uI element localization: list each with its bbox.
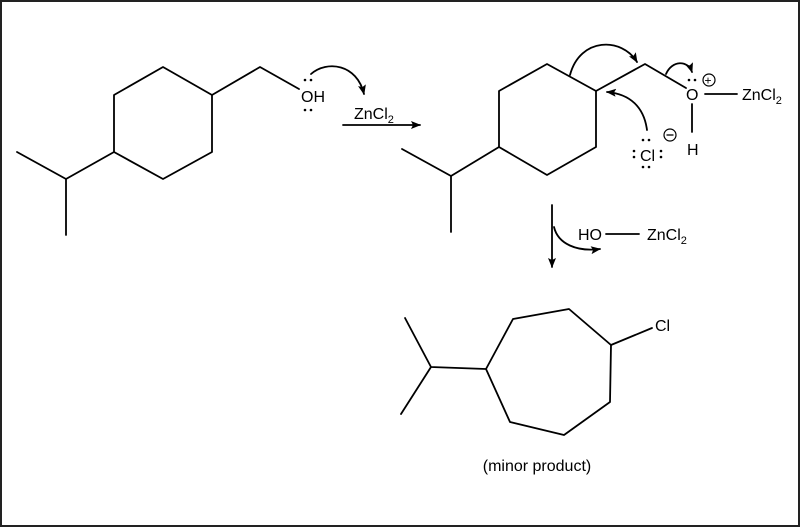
hydrogen-label: H	[687, 142, 699, 159]
product-caption: (minor product)	[483, 458, 591, 475]
zinc-chloride-label: ZnCl2	[647, 227, 687, 247]
svg-text:+: +	[705, 74, 712, 88]
oxonium-label: O	[686, 87, 698, 104]
isopropyl-group	[16, 151, 115, 180]
cycloheptane-ring	[485, 308, 612, 436]
curved-arrow-icon	[606, 88, 648, 131]
curved-arrow-icon	[310, 65, 366, 95]
negative-charge-icon	[663, 128, 677, 142]
positive-charge-icon: +	[702, 73, 716, 88]
reaction-arrow: ZnCl2	[342, 106, 421, 129]
hydroxyl-label: OH	[301, 89, 325, 106]
isopropyl-group	[404, 317, 487, 370]
curved-arrow-icon	[665, 62, 693, 75]
product-molecule: Cl (minor product)	[400, 308, 670, 475]
zinc-chloride-label: ZnCl2	[742, 87, 782, 107]
reagent-label: ZnCl2	[354, 106, 394, 126]
hydroxyl-label: HO	[578, 227, 602, 244]
leaving-group-step: HO ZnCl2	[548, 204, 687, 268]
curved-arrow-icon	[569, 43, 638, 76]
ch2-bond	[211, 66, 300, 96]
lone-pairs	[632, 138, 663, 169]
isopropyl-group	[401, 146, 500, 177]
c-cl-bond	[610, 327, 653, 346]
curved-arrow-icon	[553, 226, 601, 255]
lone-pairs	[303, 78, 313, 112]
cyclohexane-ring	[113, 66, 213, 180]
ch2-bond	[595, 63, 687, 92]
intermediate-molecule: O + ZnCl2 H Cl	[401, 43, 782, 233]
cyclohexane-ring	[498, 63, 597, 176]
isopropyl-methyl	[400, 366, 432, 415]
chloride-label: Cl	[640, 148, 655, 165]
reactant-molecule: OH	[16, 65, 366, 236]
chlorine-label: Cl	[655, 318, 670, 335]
